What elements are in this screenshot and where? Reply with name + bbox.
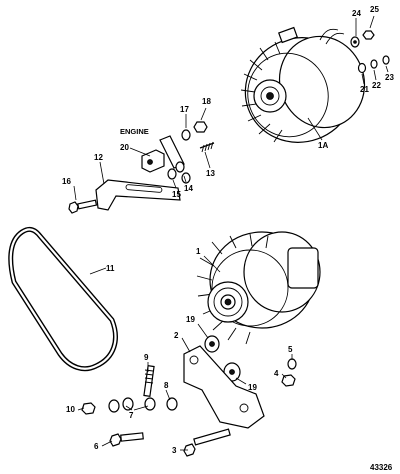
- label-17: 17: [180, 105, 189, 114]
- label-8: 8: [164, 381, 169, 390]
- stud-9: [143, 365, 155, 397]
- bolt-16: [68, 199, 98, 214]
- label-6: 6: [94, 442, 99, 451]
- engine-mount-hardware: [141, 121, 215, 184]
- label-16: 16: [62, 177, 71, 186]
- label-5: 5: [288, 345, 293, 354]
- label-21: 21: [360, 85, 369, 94]
- bolt-6: [109, 432, 144, 447]
- label-1A: 1A: [318, 141, 328, 150]
- label-11: 11: [106, 264, 115, 273]
- upper-hardware: [350, 30, 390, 74]
- label-4: 4: [274, 369, 279, 378]
- label-9: 9: [144, 353, 149, 362]
- label-20: 20: [120, 143, 129, 152]
- label-1: 1: [196, 247, 201, 256]
- label-22: 22: [372, 81, 381, 90]
- label-12: 12: [94, 153, 103, 162]
- callout-labels: 24 25 21 22 23 1A 17 18 ENGINE 20 13 14 …: [62, 5, 394, 472]
- label-19-upper: 19: [186, 315, 195, 324]
- label-18: 18: [202, 97, 211, 106]
- figure-number: 43326: [370, 463, 393, 472]
- label-24: 24: [352, 9, 361, 18]
- label-3: 3: [172, 446, 177, 455]
- mounting-bracket: [183, 345, 265, 429]
- label-10: 10: [66, 405, 75, 414]
- leader-lines: [73, 15, 389, 451]
- label-19-lower: 19: [248, 383, 257, 392]
- drive-belt: [8, 226, 118, 372]
- label-15: 15: [172, 190, 181, 199]
- label-engine: ENGINE: [120, 127, 149, 136]
- main-alternator: [196, 231, 321, 345]
- label-14: 14: [184, 184, 193, 193]
- label-13: 13: [206, 169, 215, 178]
- lower-left-hardware: [81, 397, 178, 415]
- label-7: 7: [129, 411, 134, 420]
- label-2: 2: [174, 331, 179, 340]
- nut-washer-right: [281, 358, 297, 387]
- adjusting-bracket: [95, 179, 181, 211]
- bolt-3: [183, 428, 231, 457]
- label-23: 23: [385, 73, 394, 82]
- label-25: 25: [370, 5, 379, 14]
